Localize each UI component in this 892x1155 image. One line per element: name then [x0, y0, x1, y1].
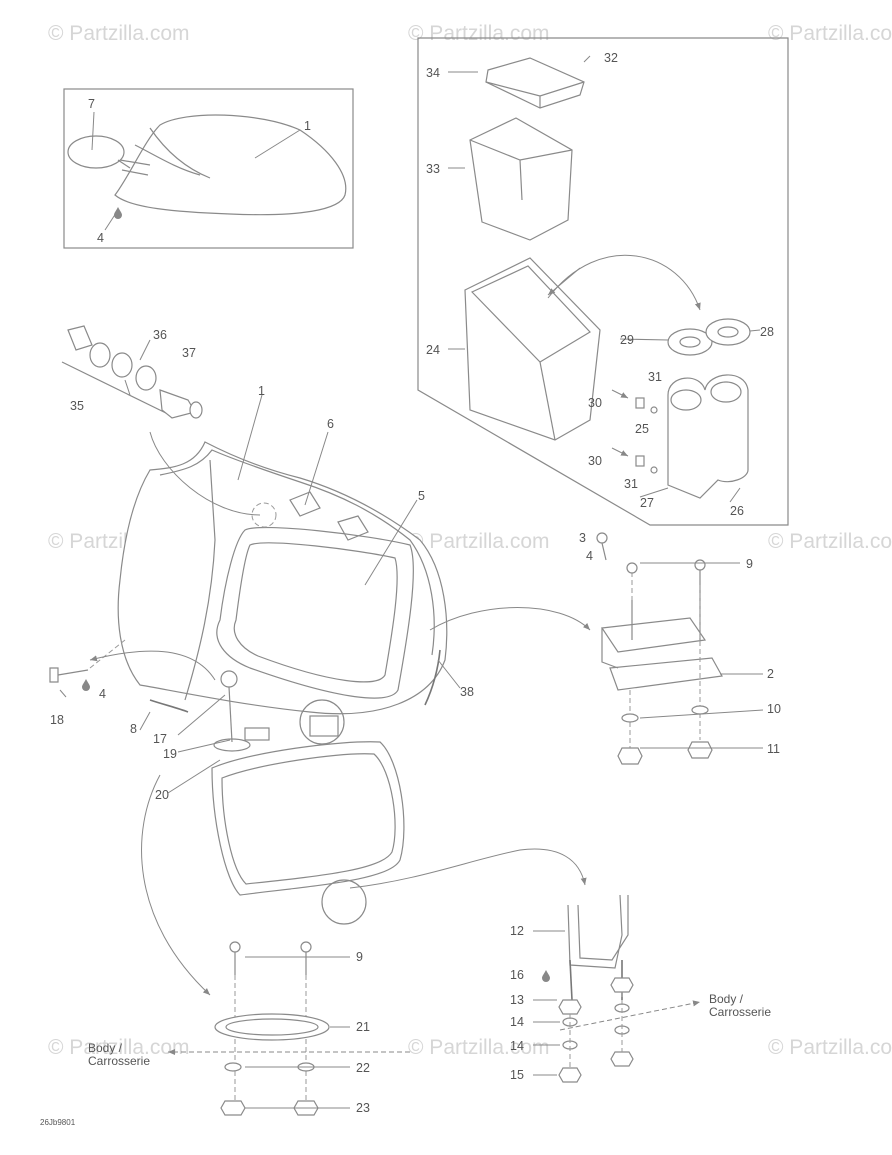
callout-25: 25 [635, 422, 649, 436]
callout-33: 33 [426, 162, 440, 176]
callout-30-lower: 30 [588, 454, 602, 468]
callout-30-upper: 30 [588, 396, 602, 410]
drawing-code: 26Jb9801 [40, 1118, 76, 1127]
callout-1-main: 1 [258, 384, 265, 398]
u-bolt-hardware [321, 879, 701, 1083]
callout-35: 35 [70, 399, 84, 413]
watermark: © Partzilla.com [768, 530, 892, 553]
callout-11: 11 [767, 742, 780, 756]
callout-9-ring: 9 [356, 950, 363, 964]
watermark: © Partzilla.com [768, 1036, 892, 1059]
callout-26: 26 [730, 504, 744, 518]
callout-3: 3 [579, 531, 586, 545]
watermark: © Partzilla.com [48, 1036, 190, 1059]
callout-2: 2 [767, 667, 774, 681]
watermark: © Partzilla.com [768, 22, 892, 45]
callout-6: 6 [327, 417, 334, 431]
callout-24: 24 [426, 343, 440, 357]
callout-12: 12 [510, 924, 524, 938]
callout-7: 7 [88, 97, 95, 111]
callout-14-lower: 14 [510, 1039, 524, 1053]
cowl-assembly [49, 325, 591, 996]
watermark: © Partzilla.com [48, 22, 190, 45]
callout-1-inset: 1 [304, 119, 311, 133]
callout-13: 13 [510, 993, 524, 1007]
callout-16: 16 [510, 968, 524, 982]
watermark: © Partzilla.com [408, 530, 550, 553]
callout-34: 34 [426, 66, 440, 80]
callout-leaders [59, 55, 764, 1109]
callout-38: 38 [460, 685, 474, 699]
seat-inset [63, 88, 354, 249]
callout-29: 29 [620, 333, 634, 347]
callout-19: 19 [163, 747, 177, 761]
callout-4-inset: 4 [97, 231, 104, 245]
callout-5: 5 [418, 489, 425, 503]
callout-4-hinge: 4 [586, 549, 593, 563]
callout-36: 36 [153, 328, 167, 342]
callout-23: 23 [356, 1101, 370, 1115]
callout-14-upper: 14 [510, 1015, 524, 1029]
callout-9-hinge: 9 [746, 557, 753, 571]
body-note-right: Body / Carrosserie [709, 992, 772, 1019]
storage-inset [417, 37, 789, 526]
callout-10: 10 [767, 702, 781, 716]
body-note-left: Body / Carrosserie [88, 1041, 151, 1068]
callout-37: 37 [182, 346, 196, 360]
callout-4-screw: 4 [99, 687, 106, 701]
callout-31-lower: 31 [624, 477, 638, 491]
callout-27: 27 [640, 496, 654, 510]
callout-22: 22 [356, 1061, 370, 1075]
callout-17: 17 [153, 732, 167, 746]
callout-31-upper: 31 [648, 370, 662, 384]
watermark: © Partzilla.com [408, 22, 550, 45]
callout-32: 32 [604, 51, 618, 65]
callout-20: 20 [155, 788, 169, 802]
hinge-hardware [596, 532, 723, 765]
callout-8: 8 [130, 722, 137, 736]
trim-ring-hardware [168, 941, 410, 1116]
callout-28: 28 [760, 325, 774, 339]
callout-21: 21 [356, 1020, 370, 1034]
callout-15: 15 [510, 1068, 524, 1082]
watermark: © Partzilla.com [408, 1036, 550, 1059]
callout-18: 18 [50, 713, 64, 727]
